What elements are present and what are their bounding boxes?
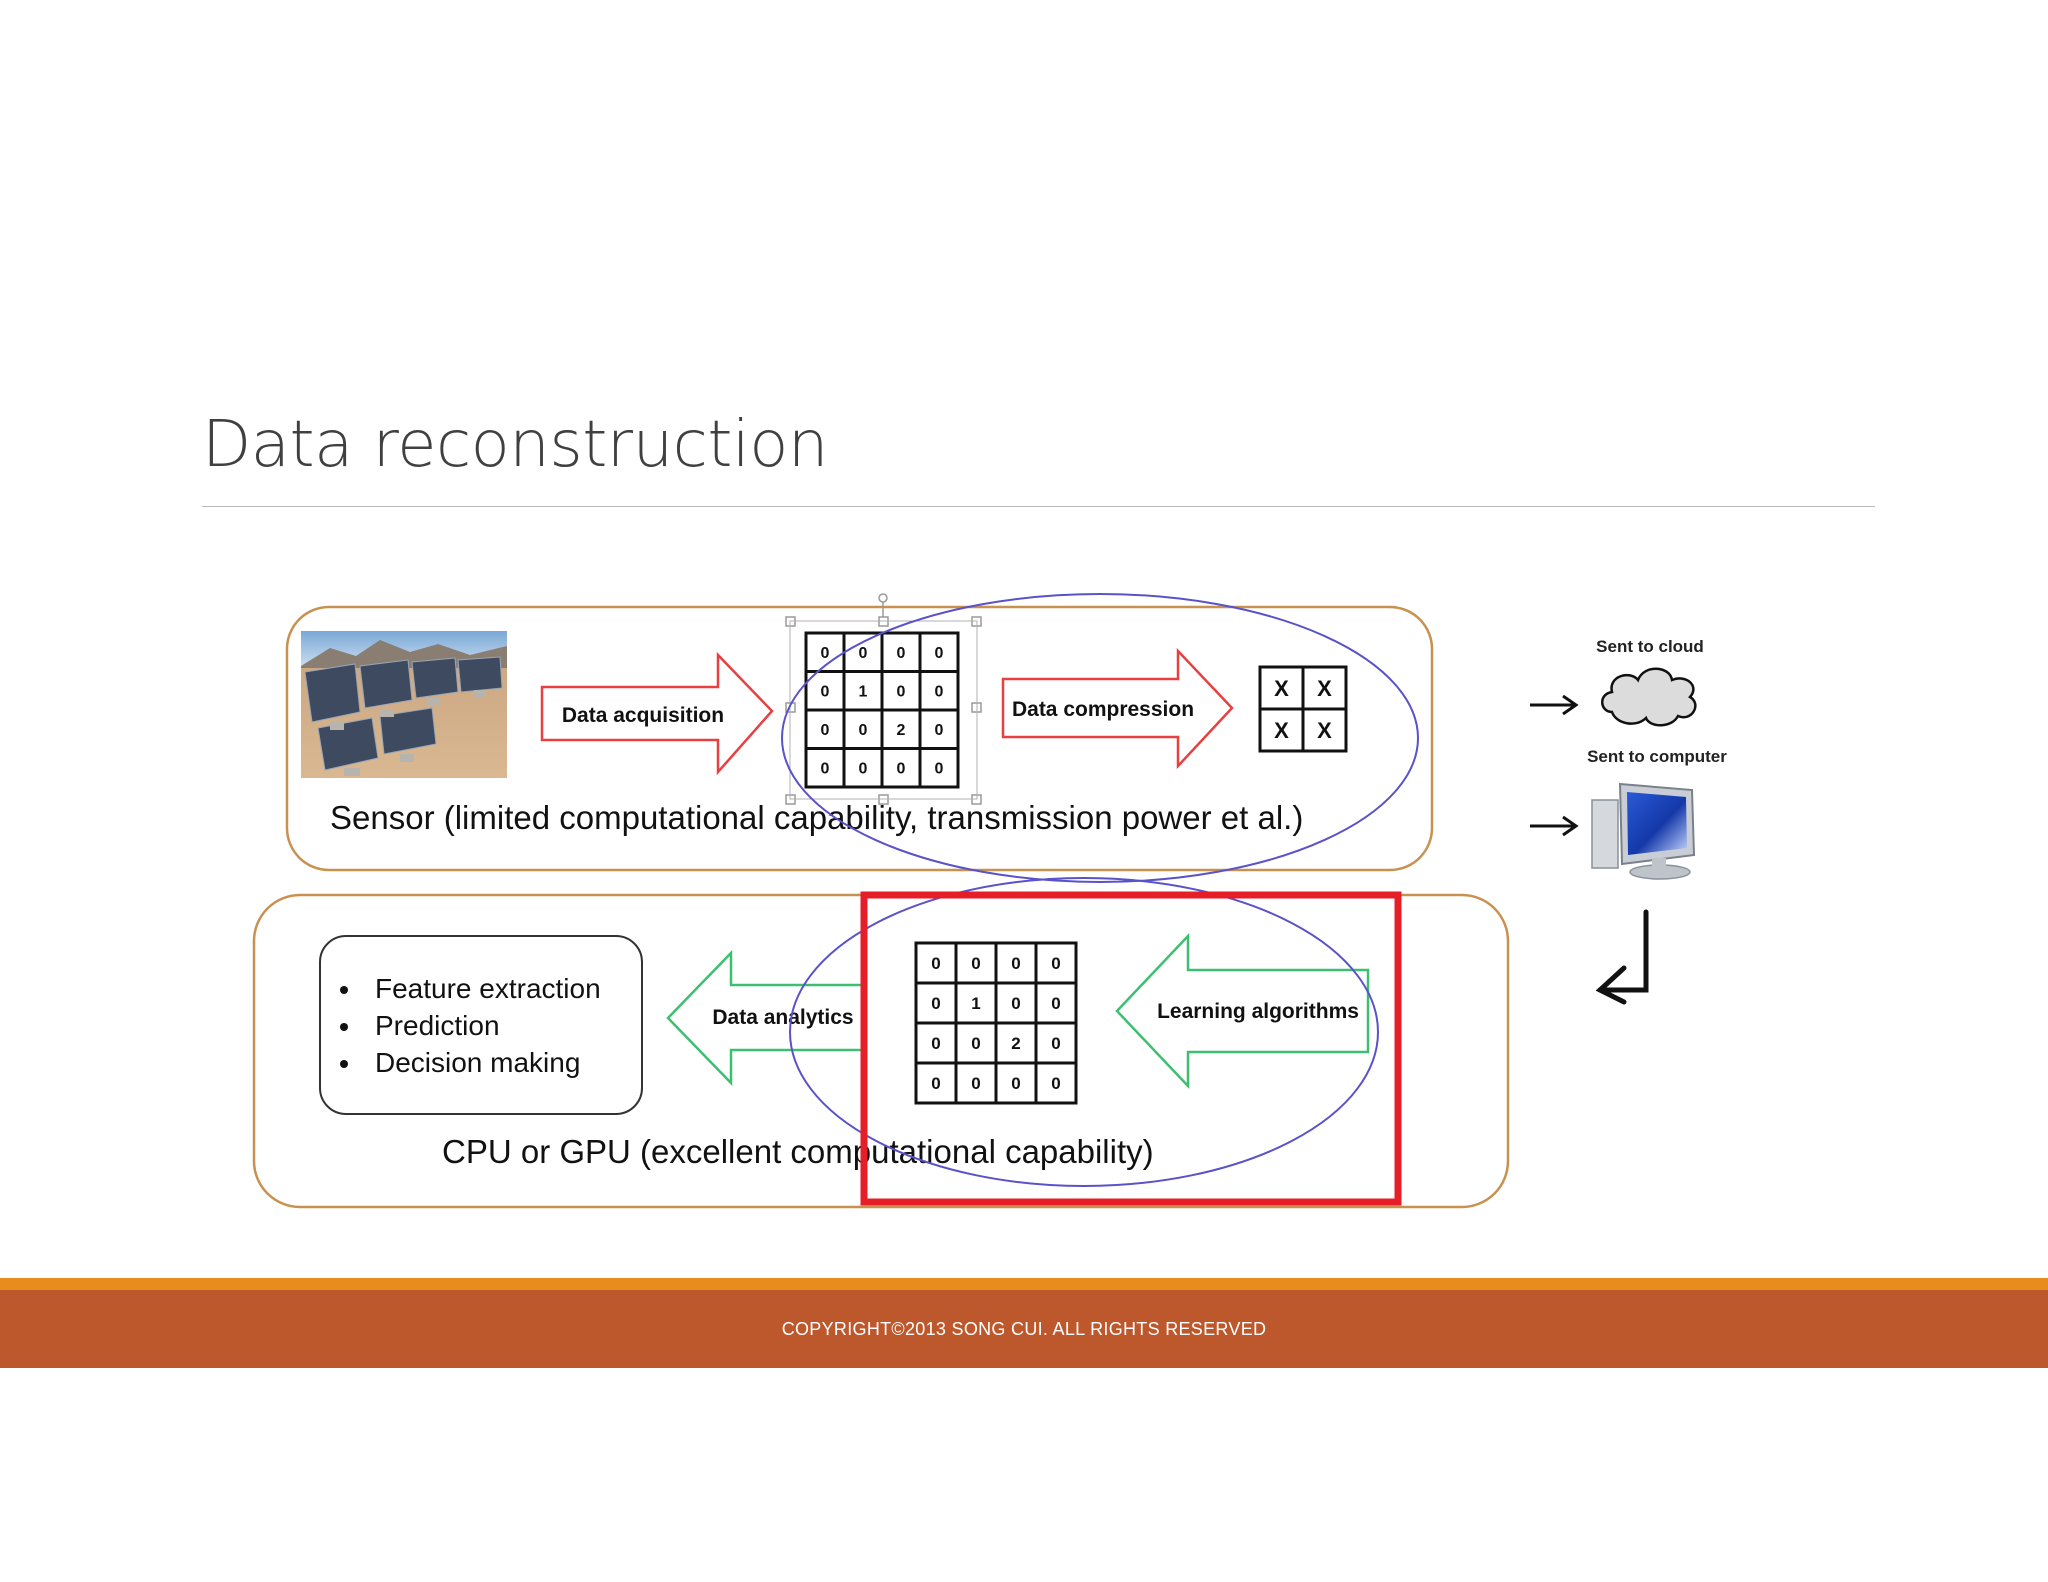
sent-to-computer-label: Sent to computer (1587, 747, 1727, 766)
matrix-cell: 0 (1051, 1034, 1060, 1053)
data-analytics-label: Data analytics (712, 1006, 853, 1029)
data-compression-arrow: Data compression (1001, 647, 1234, 770)
data-compression-label: Data compression (1012, 698, 1194, 721)
matrix-cell: X (1317, 676, 1332, 701)
slide-title: Data reconstruction (202, 408, 828, 482)
matrix-cell: 0 (897, 761, 906, 778)
matrix-cell: 0 (821, 761, 830, 778)
data-analytics-arrow: Data analytics (666, 949, 864, 1087)
matrix-cell: 2 (1011, 1034, 1020, 1053)
copyright-footer: COPYRIGHT©2013 SONG CUI. ALL RIGHTS RESE… (781, 1318, 1267, 1339)
matrix-cell: 2 (897, 722, 906, 739)
learning-algorithms-label: Learning algorithms (1157, 1000, 1359, 1023)
matrix-cell: 0 (1051, 954, 1060, 973)
matrix-cell: 0 (859, 722, 868, 739)
matrix-cell: 0 (859, 761, 868, 778)
matrix-cell: 1 (859, 684, 868, 701)
matrix-cell: 0 (931, 954, 940, 973)
highlight-ellipse-bottom (789, 877, 1379, 1187)
arrow-right-icon (1530, 694, 1579, 716)
matrix-cell: X (1274, 676, 1289, 701)
sensor-caption: Sensor (limited computational capability… (330, 799, 1303, 836)
matrix-cell: 0 (971, 954, 980, 973)
matrix-cell: 0 (859, 645, 868, 662)
matrix-cell: 0 (931, 1074, 940, 1093)
matrix-cell: 0 (935, 761, 944, 778)
matrix-cell: 0 (935, 645, 944, 662)
reconstructed-matrix: 0 0 0 0 0 1 0 0 0 0 2 0 0 0 0 0 (914, 941, 1078, 1105)
matrix-cell: 0 (821, 645, 830, 662)
highlight-ellipse-top (781, 593, 1419, 883)
outcome-item: Decision making (375, 1047, 580, 1078)
outcome-item: Prediction (375, 1010, 500, 1041)
sparse-matrix-sensor: 0 0 0 0 0 1 0 0 0 0 2 0 0 0 0 0 (804, 631, 960, 789)
matrix-cell: 0 (821, 722, 830, 739)
cloud-icon (1601, 667, 1697, 727)
matrix-cell: 0 (971, 1034, 980, 1053)
bullet-icon (340, 986, 348, 994)
bullet-icon (340, 1023, 348, 1031)
footer-accent-bar (0, 1278, 2048, 1290)
solar-farm-image (301, 631, 507, 778)
matrix-cell: 0 (935, 684, 944, 701)
matrix-cell: 0 (1011, 994, 1020, 1013)
matrix-cell: 0 (1011, 954, 1020, 973)
sent-to-cloud-label: Sent to cloud (1596, 637, 1704, 656)
outcome-item: Feature extraction (375, 973, 601, 1004)
matrix-cell: X (1317, 718, 1332, 743)
learning-algorithms-arrow: Learning algorithms (1115, 932, 1370, 1090)
matrix-cell: 0 (1051, 1074, 1060, 1093)
processor-caption: CPU or GPU (excellent computational capa… (442, 1133, 1154, 1170)
data-acquisition-label: Data acquisition (562, 704, 724, 727)
arrow-right-icon (1530, 815, 1579, 837)
matrix-cell: 0 (897, 645, 906, 662)
computer-icon (1591, 782, 1696, 880)
matrix-cell: X (1274, 718, 1289, 743)
matrix-cell: 0 (935, 722, 944, 739)
sensor-panel (285, 605, 1434, 872)
return-arrow-icon (1595, 909, 1649, 1005)
matrix-cell: 1 (971, 994, 980, 1013)
matrix-cell: 0 (1011, 1074, 1020, 1093)
matrix-cell: 0 (821, 684, 830, 701)
matrix-cell: 0 (931, 994, 940, 1013)
selection-frame (789, 620, 978, 800)
highlight-box (860, 891, 1402, 1206)
matrix-cell: 0 (971, 1074, 980, 1093)
title-divider (202, 506, 1875, 507)
matrix-cell: 0 (931, 1034, 940, 1053)
matrix-cell: 0 (1051, 994, 1060, 1013)
bullet-icon (340, 1060, 348, 1068)
data-acquisition-arrow: Data acquisition (540, 651, 774, 776)
footer-band: COPYRIGHT©2013 SONG CUI. ALL RIGHTS RESE… (0, 1290, 2048, 1368)
matrix-cell: 0 (897, 684, 906, 701)
